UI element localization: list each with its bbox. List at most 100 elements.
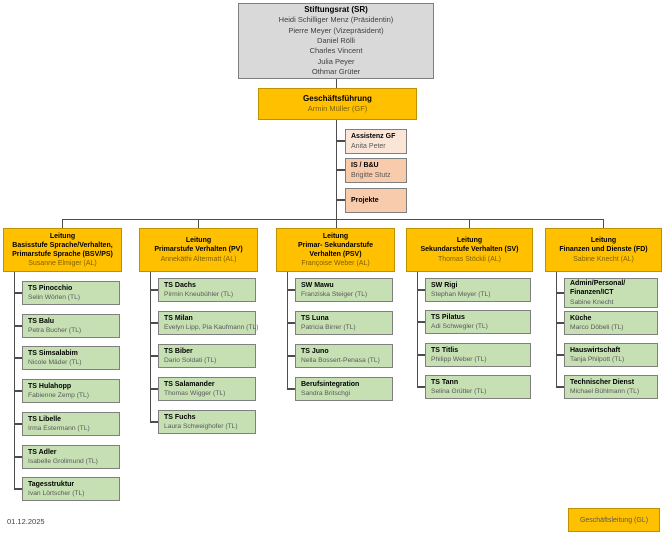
team-lead: Irma Estermann (TL): [28, 425, 90, 432]
connector: [556, 292, 564, 294]
connector: [286, 272, 288, 389]
dept-title-line: Primarstufe Sprache (BSV/PS): [12, 251, 113, 258]
legend-box: Geschäftsleitung (GL): [568, 508, 660, 532]
connector: [14, 357, 22, 359]
connector: [150, 289, 158, 291]
team-box: Technischer Dienst Michael Bühlmann (TL): [564, 375, 658, 399]
connector: [287, 388, 295, 390]
team-box: TS Adler Isabelle Grolimund (TL): [22, 445, 120, 469]
team-name: TS Simsalabim: [28, 349, 78, 357]
legend-label: Geschäftsleitung (GL): [579, 516, 649, 524]
connector: [14, 292, 22, 294]
team-box: TS Balu Petra Bucher (TL): [22, 314, 120, 338]
dept-header-bsvps: Leitung Basisstufe Sprache/Verhalten, Pr…: [3, 228, 122, 272]
connector: [287, 322, 295, 324]
dept-head-name: Annekäthi Altermatt (AL): [160, 255, 237, 263]
team-name: TS Tann: [431, 378, 459, 386]
team-lead: Thomas Wigger (TL): [164, 390, 226, 397]
team-box: TS Biber Dario Soldati (TL): [158, 344, 256, 368]
connector: [150, 421, 158, 423]
team-lead: Nella Bossert-Penasa (TL): [301, 357, 380, 364]
team-lead: Philipp Weber (TL): [431, 356, 487, 363]
team-name: TS Fuchs: [164, 413, 196, 421]
team-lead: Tanja Philpott (TL): [570, 356, 625, 363]
team-name: TS Dachs: [164, 281, 196, 289]
team-lead: Selina Grütter (TL): [431, 388, 487, 395]
team-box: SW Rigi Stephan Meyer (TL): [425, 278, 531, 302]
dept-head-name: Sabine Knecht (AL): [573, 255, 634, 263]
team-lead: Marco Döbeli (TL): [570, 324, 624, 331]
connector: [150, 388, 158, 390]
team-lead: Dario Soldati (TL): [164, 357, 217, 364]
connector: [14, 456, 22, 458]
connector: [336, 199, 345, 201]
board-box: Stiftungsrat (SR) Heidi Schilliger Menz …: [238, 3, 434, 79]
team-name: TS Adler: [28, 448, 57, 456]
connector: [468, 219, 470, 228]
team-name: TS Libelle: [28, 415, 62, 423]
board-title: Stiftungsrat (SR): [304, 4, 368, 14]
team-lead: Adi Schwegler (TL): [431, 323, 488, 330]
board-member: Heidi Schilliger Menz (Präsidentin): [278, 15, 394, 25]
team-name: TS Juno: [301, 347, 329, 355]
connector: [14, 423, 22, 425]
team-name: SW Rigi: [431, 281, 458, 289]
connector: [14, 325, 22, 327]
team-box: TS Luna Patricia Birrer (TL): [295, 311, 393, 335]
board-member: Pierre Meyer (Vizepräsident): [288, 25, 384, 35]
team-box: TS Juno Nella Bossert-Penasa (TL): [295, 344, 393, 368]
staff-name: Brigitte Stutz: [351, 171, 391, 179]
connector: [150, 355, 158, 357]
team-name: Technischer Dienst: [570, 378, 635, 386]
connector: [417, 289, 425, 291]
connector: [287, 355, 295, 357]
staff-title: IS / B&U: [351, 162, 379, 169]
team-box: Admin/Personal/ Finanzen/ICT Sabine Knec…: [564, 278, 658, 308]
team-name: SW Mawu: [301, 281, 334, 289]
team-box: Berufsintegration Sandra Britschgi: [295, 377, 393, 401]
team-lead: Michael Bühlmann (TL): [570, 388, 640, 395]
connector: [197, 219, 199, 228]
team-box: TS Pinocchio Selin Wörlen (TL): [22, 281, 120, 305]
team-lead: Fabienne Zemp (TL): [28, 392, 89, 399]
team-lead: Petra Bucher (TL): [28, 327, 82, 334]
connector: [417, 354, 425, 356]
team-lead: Ivan Lörtscher (TL): [28, 490, 85, 497]
team-lead: Evelyn Lipp, Pia Kaufmann (TL): [164, 324, 259, 331]
team-lead: Patricia Birrer (TL): [301, 324, 356, 331]
connector: [556, 322, 564, 324]
connector: [13, 272, 15, 489]
team-name: TS Titlis: [431, 346, 459, 354]
connector: [416, 272, 418, 387]
team-name: TS Biber: [164, 347, 193, 355]
dept-header-fd: Leitung Finanzen und Dienste (FD) Sabine…: [545, 228, 662, 272]
team-box: TS Simsalabim Nicole Mäder (TL): [22, 346, 120, 370]
team-box: TS Salamander Thomas Wigger (TL): [158, 377, 256, 401]
staff-box-projekte: Projekte: [345, 188, 407, 213]
staff-box-assistenz: Assistenz GF Anita Peter: [345, 129, 407, 154]
staff-box-isbu: IS / B&U Brigitte Stutz: [345, 158, 407, 183]
dept-title-line: Verhalten (PSV): [309, 251, 362, 258]
team-lead: Laura Schweighofer (TL): [164, 423, 238, 430]
dept-header-psv: Leitung Primar- Sekundarstufe Verhalten …: [276, 228, 395, 272]
connector: [14, 488, 22, 490]
team-box: Küche Marco Döbeli (TL): [564, 311, 658, 335]
dept-header-sv: Leitung Sekundarstufe Verhalten (SV) Tho…: [406, 228, 533, 272]
board-member: Othmar Grüter: [311, 66, 361, 76]
dept-title-line: Leitung: [185, 237, 212, 245]
team-name: Tagesstruktur: [28, 480, 75, 488]
connector: [602, 219, 604, 228]
team-name: Berufsintegration: [301, 380, 360, 388]
team-box: Hauswirtschaft Tanja Philpott (TL): [564, 343, 658, 367]
team-name: Hauswirtschaft: [570, 346, 621, 354]
connector: [14, 390, 22, 392]
team-box: TS Pilatus Adi Schwegler (TL): [425, 310, 531, 334]
team-box: SW Mawu Franziska Steiger (TL): [295, 278, 393, 302]
connector: [555, 272, 557, 387]
team-name: Finanzen/ICT: [570, 289, 614, 297]
staff-title: Projekte: [351, 196, 379, 204]
team-name: TS Pinocchio: [28, 284, 73, 292]
team-box: TS Libelle Irma Estermann (TL): [22, 412, 120, 436]
team-lead: Sandra Britschgi: [301, 390, 351, 397]
